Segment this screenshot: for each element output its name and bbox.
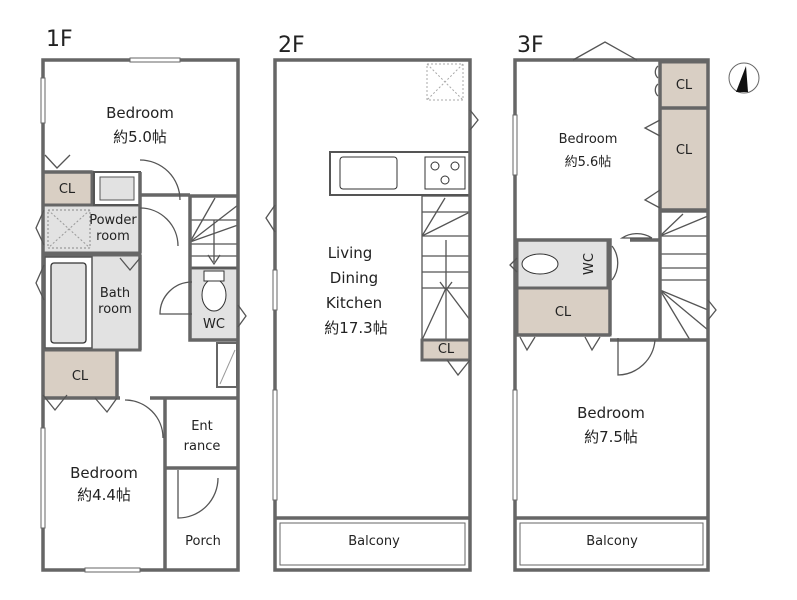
bedroom-1f-bottom-size: 約4.4帖 [77, 486, 131, 504]
powder-room-label: Powder [89, 213, 137, 228]
ldk-label-kitchen: Kitchen [326, 294, 382, 312]
floor-3f: CL CL Bedroom 約5.6帖 WC CL Bedroom 約7.5帖 … [509, 41, 717, 572]
closet-3f-top-label: CL [676, 78, 693, 93]
wc-1f-label: WC [203, 317, 225, 332]
closet-3f-top [658, 60, 710, 110]
bathroom-label-2: room [98, 302, 132, 317]
floor-label-2f: 2F [278, 33, 305, 58]
closet-1f-small-label: CL [59, 182, 76, 197]
washer-space [47, 209, 91, 249]
closet-2f-label: CL [438, 342, 455, 357]
north-compass-icon [728, 62, 760, 94]
balcony-3f-label: Balcony [586, 534, 638, 549]
powder-room-label-2: room [96, 229, 130, 244]
closet-3f-mid-label: CL [676, 143, 693, 158]
bathroom-label: Bath [100, 286, 130, 301]
floor-label-3f: 3F [517, 33, 544, 58]
toilet-icon-3f [521, 253, 559, 275]
balcony-2f-label: Balcony [348, 534, 400, 549]
bedroom-3f-top-size: 約5.6帖 [565, 155, 612, 170]
floor-2f: Living Dining Kitchen 約17.3帖 CL Balcony [265, 58, 479, 572]
wc-3f-label: WC [582, 253, 597, 275]
ldk-label-living: Living [328, 244, 373, 262]
bedroom-1f-bottom-label: Bedroom [70, 464, 138, 482]
bedroom-3f-top-label: Bedroom [559, 132, 618, 147]
closet-3f-left-label: CL [555, 305, 572, 320]
floor-label-1f: 1F [46, 27, 73, 52]
floor-1f: Bedroom 約5.0帖 CL Powder room Bath room W… [35, 57, 247, 573]
kitchen-sink [339, 156, 398, 190]
ldk-label-dining: Dining [330, 269, 378, 287]
toilet-icon [201, 278, 227, 312]
bedroom-3f-bottom-size: 約7.5帖 [584, 428, 638, 446]
stairs-1f [189, 195, 239, 269]
ldk-size: 約17.3帖 [324, 319, 387, 337]
bedroom-3f-bottom-label: Bedroom [577, 404, 645, 422]
stairs-3f [659, 211, 709, 341]
closet-1f-large-label: CL [72, 369, 89, 384]
bedroom-1f-top-label: Bedroom [106, 104, 174, 122]
entrance-label: Ent [191, 419, 213, 434]
bedroom-1f-top-size: 約5.0帖 [113, 128, 167, 146]
closet-3f-mid [658, 106, 710, 212]
porch-label: Porch [185, 534, 221, 549]
closet-1f-large [41, 348, 119, 400]
stairs-2f [421, 195, 471, 341]
powder-room [41, 203, 142, 255]
closet-3f-left [515, 286, 612, 337]
entrance-label-2: rance [184, 439, 221, 454]
